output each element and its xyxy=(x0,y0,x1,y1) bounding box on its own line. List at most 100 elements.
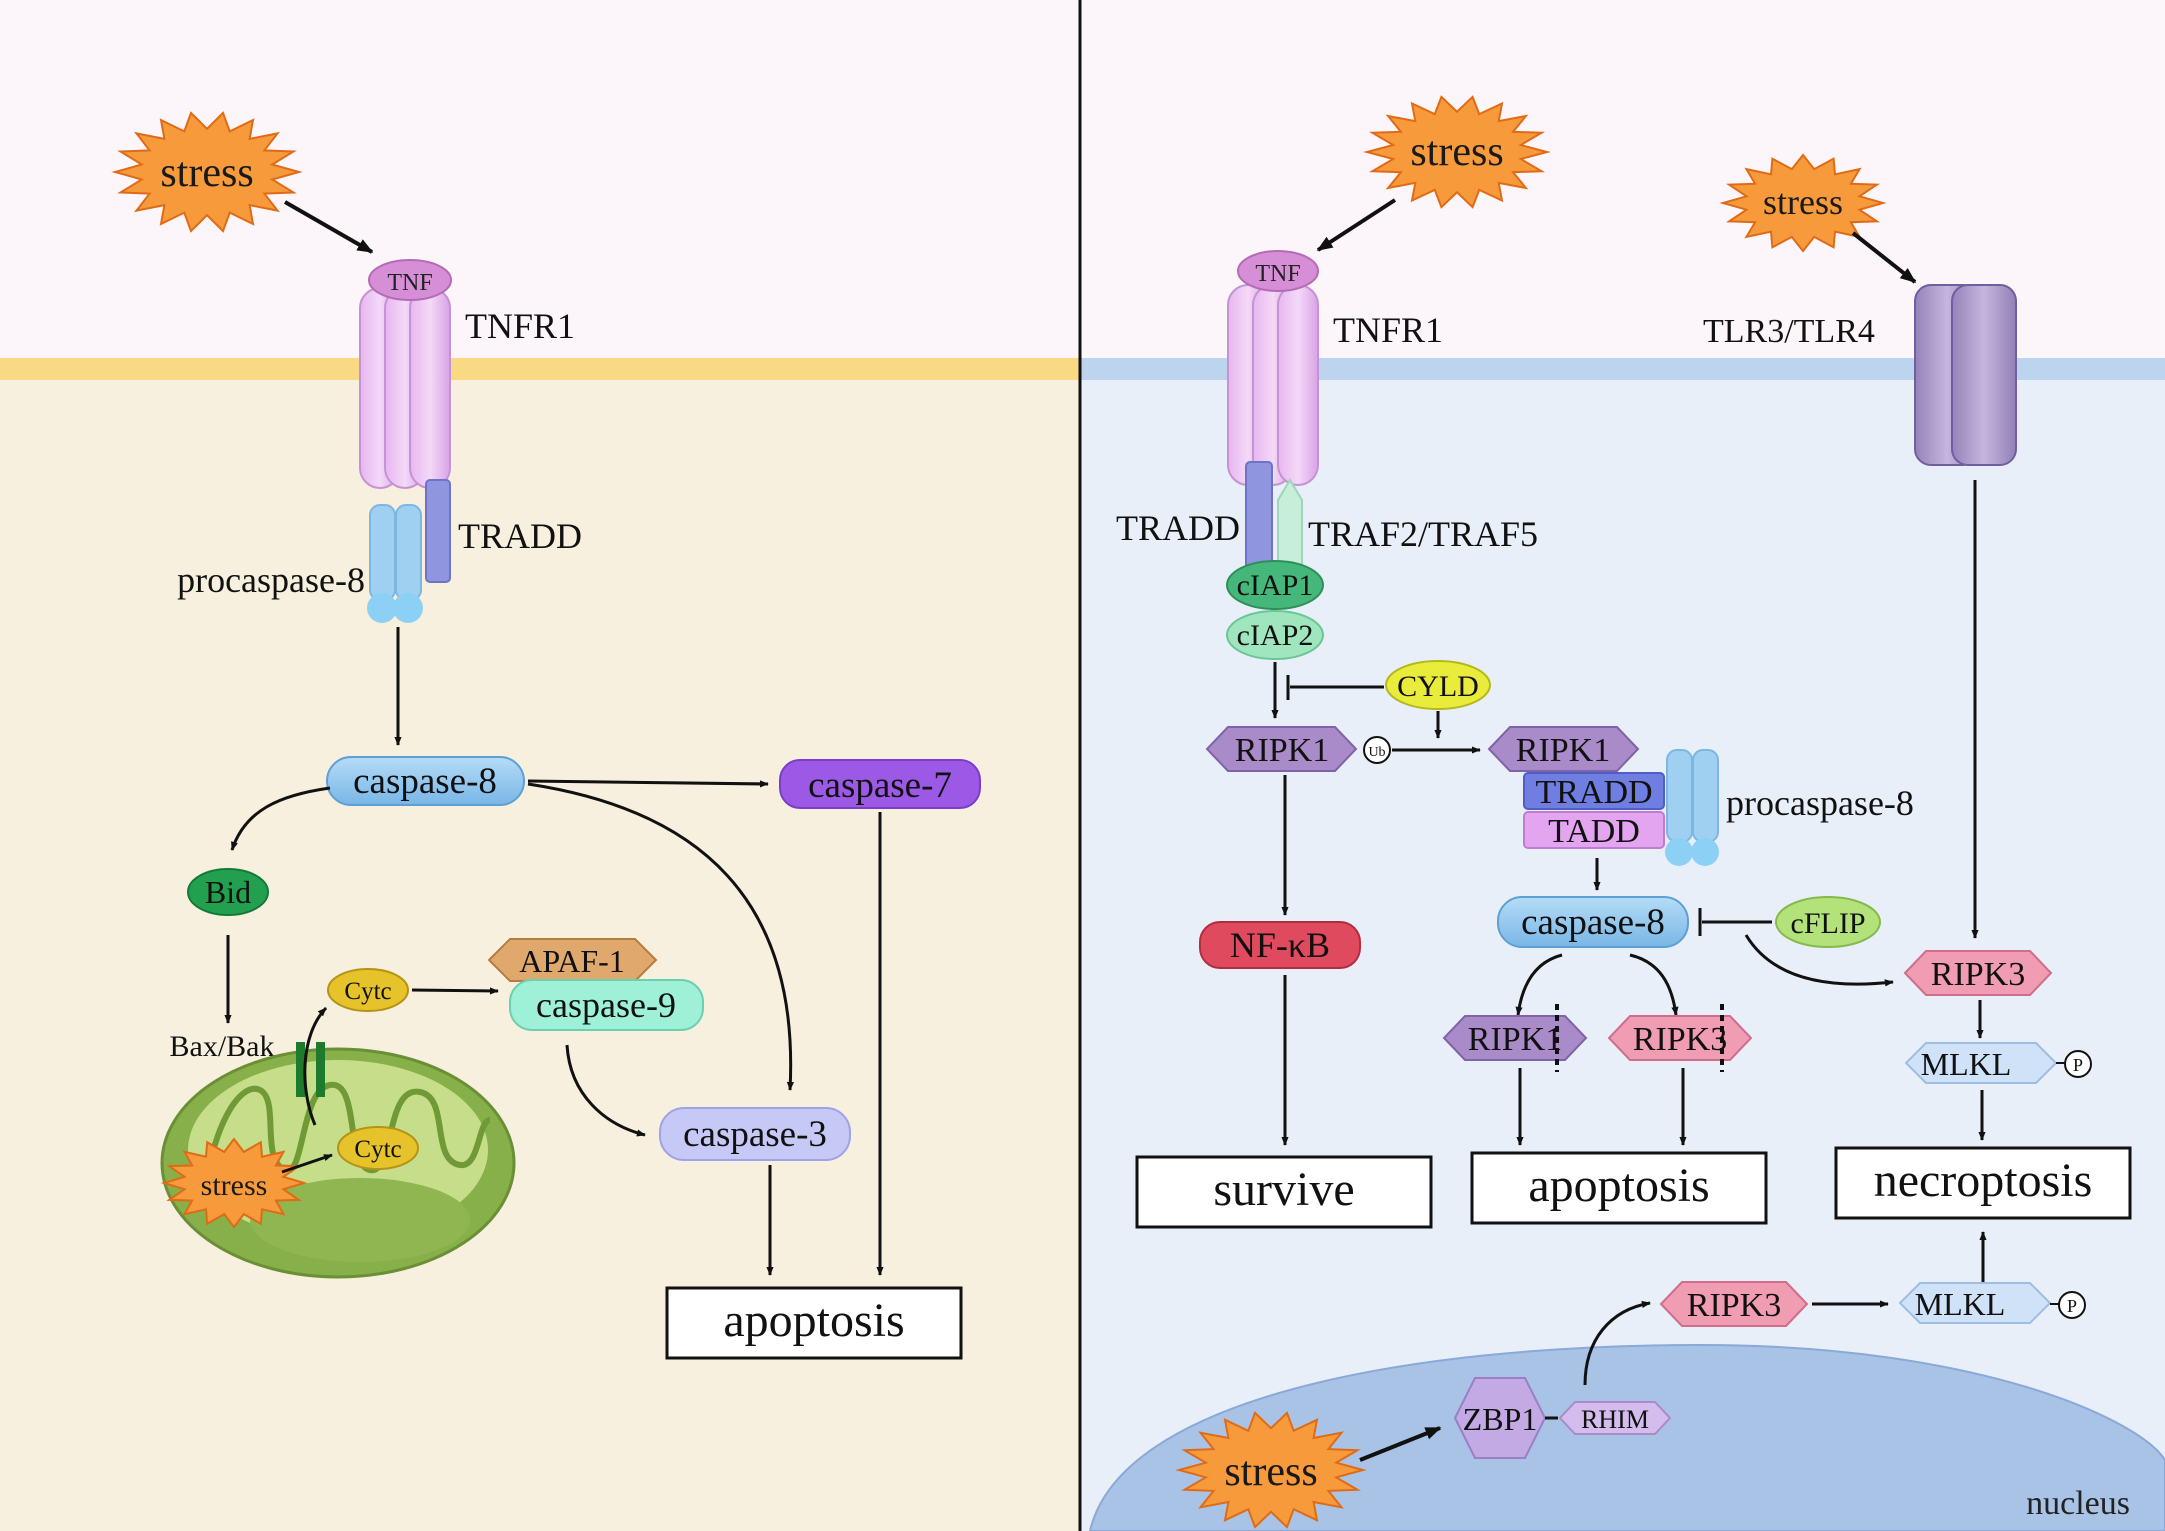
arrow-rhim-to-ripk3 xyxy=(1583,1300,1651,1386)
mlkl-label: MLKL xyxy=(1921,1046,2012,1082)
stress-burst-tlr: stress xyxy=(1719,153,1887,253)
tradd-label: TRADD xyxy=(1535,774,1652,811)
tnfr1-label: TNFR1 xyxy=(465,306,575,346)
procaspase8-label: procaspase-8 xyxy=(1726,783,1914,823)
arrow-stress-to-tnf-right xyxy=(1316,198,1397,252)
bid-node: Bid xyxy=(187,868,269,916)
ripk1-complex-node: RIPK1 xyxy=(1487,726,1640,772)
phospho-badge-nucleus: P xyxy=(2050,1291,2086,1319)
ripk3-label: RIPK3 xyxy=(1633,1021,1727,1058)
procaspase8-right xyxy=(1665,749,1719,866)
ripk1-label: RIPK1 xyxy=(1516,732,1610,769)
ciap1-node: cIAP1 xyxy=(1226,560,1324,610)
tradd-procaspase8-left xyxy=(367,479,451,623)
stress-label: stress xyxy=(1410,129,1503,175)
arrow-stress-to-tnf xyxy=(284,200,374,254)
ripk1-node: RIPK1 xyxy=(1205,726,1358,772)
apoptosis-label: apoptosis xyxy=(1528,1159,1709,1212)
tradd-complex-node: TRADD xyxy=(1523,772,1665,811)
cytc-node-bottom: Cytc xyxy=(337,1126,419,1170)
tnf-label: TNF xyxy=(387,270,432,296)
ripk3-node: RIPK3 xyxy=(1903,950,2053,996)
mlkl-node: MLKL xyxy=(1904,1042,2058,1084)
arrow-to-ripk3 xyxy=(1744,934,1894,987)
stress-label: stress xyxy=(1763,182,1843,222)
procaspase8-label: procaspase-8 xyxy=(177,560,365,600)
ciap1-label: cIAP1 xyxy=(1237,569,1314,602)
necroptosis-box: necroptosis xyxy=(1834,1146,2132,1220)
arrow-cytc-to-caspase9 xyxy=(411,987,499,995)
tadd-label: TADD xyxy=(1548,813,1640,850)
apoptosis-box-left: apoptosis xyxy=(665,1286,963,1360)
ciap2-node: cIAP2 xyxy=(1226,610,1324,660)
apoptosis-label: apoptosis xyxy=(723,1294,904,1347)
caspase9-label: caspase-9 xyxy=(536,985,676,1025)
stress-burst-nucleus: stress xyxy=(1175,1411,1367,1529)
necroptosis-label: necroptosis xyxy=(1874,1154,2093,1207)
cflip-label: cFLIP xyxy=(1791,907,1866,940)
ciap2-label: cIAP2 xyxy=(1237,619,1314,652)
tnfr1-label: TNFR1 xyxy=(1333,310,1443,350)
nfkb-node: NF-κB xyxy=(1199,921,1361,969)
caspase9-node: caspase-9 xyxy=(509,979,704,1031)
left-cell-membrane xyxy=(0,358,1080,380)
stress-label: stress xyxy=(1224,1449,1317,1495)
stress-icon xyxy=(111,111,303,233)
cflip-node: cFLIP xyxy=(1775,896,1881,948)
cytc-node-top: Cytc xyxy=(327,968,409,1012)
stress-label: stress xyxy=(201,1169,268,1202)
stress-icon xyxy=(1363,95,1551,209)
arrow-caspase8-to-ripk1-cleaved xyxy=(1515,953,1563,1016)
ripk3-label: RIPK3 xyxy=(1687,1287,1781,1324)
ub-label: Ub xyxy=(1368,745,1385,760)
cytc-label: Cytc xyxy=(344,978,391,1005)
caspase7-label: caspase-7 xyxy=(808,765,952,806)
zbp1-node: ZBP1 xyxy=(1453,1377,1547,1459)
ub-badge: Ub xyxy=(1363,736,1391,764)
tnf-label: TNF xyxy=(1255,261,1300,287)
p-label: P xyxy=(2067,1296,2077,1316)
bid-label: Bid xyxy=(205,874,251,910)
baxbak-label: Bax/Bak xyxy=(170,1030,275,1063)
caspase3-label: caspase-3 xyxy=(683,1114,827,1155)
arrow-caspase8-to-caspase7 xyxy=(527,779,769,788)
apaf1-node: APAF-1 xyxy=(487,938,658,982)
ripk1-cleaved-node: RIPK1 xyxy=(1442,1004,1588,1072)
caspase8-label: caspase-8 xyxy=(1521,902,1665,943)
ripk3-cleaved-node: RIPK3 xyxy=(1607,1004,1753,1072)
ripk3-nucleus-node: RIPK3 xyxy=(1659,1281,1809,1327)
tadd-complex-node: TADD xyxy=(1523,811,1665,850)
ripk3-label: RIPK3 xyxy=(1931,956,2025,993)
mlkl-label: MLKL xyxy=(1915,1286,2006,1322)
apaf1-label: APAF-1 xyxy=(519,943,625,979)
apoptosis-box-right: apoptosis xyxy=(1470,1151,1768,1225)
caspase3-node: caspase-3 xyxy=(659,1107,851,1161)
arrow-caspase9-to-caspase3 xyxy=(565,1044,646,1137)
survive-box: survive xyxy=(1135,1155,1433,1229)
tradd-label: TRADD xyxy=(1116,508,1240,548)
survive-label: survive xyxy=(1213,1163,1354,1216)
tnf-ligand xyxy=(1237,250,1319,292)
nfkb-label: NF-κB xyxy=(1230,925,1330,965)
arrow-caspase8-to-ripk3-cleaved xyxy=(1629,953,1679,1016)
traf-label: TRAF2/TRAF5 xyxy=(1308,514,1538,554)
cyld-label: CYLD xyxy=(1397,670,1479,703)
arrow-caspase8-to-bid xyxy=(230,786,331,851)
tnfr1-receptor-left: TNF xyxy=(359,259,452,489)
stress-icon xyxy=(160,1137,308,1229)
caspase8-node-right: caspase-8 xyxy=(1497,896,1689,948)
nucleus-shape xyxy=(1088,1343,2165,1531)
rhim-label: RHIM xyxy=(1581,1405,1649,1434)
tradd-label: TRADD xyxy=(458,516,582,556)
tlr-label: TLR3/TLR4 xyxy=(1703,313,1875,350)
stress-burst-top-left: stress xyxy=(111,111,303,233)
ripk1-label: RIPK1 xyxy=(1235,732,1329,769)
tradd-traf-right xyxy=(1245,461,1303,573)
ripk1-label: RIPK1 xyxy=(1468,1021,1562,1058)
arrow-stress-to-cytc xyxy=(281,1153,333,1174)
caspase8-label: caspase-8 xyxy=(353,761,497,802)
stress-burst-mito: stress xyxy=(160,1137,308,1229)
arrow-caspase8-to-caspase3 xyxy=(527,782,795,1091)
stress-burst-top-right: stress xyxy=(1363,95,1551,209)
